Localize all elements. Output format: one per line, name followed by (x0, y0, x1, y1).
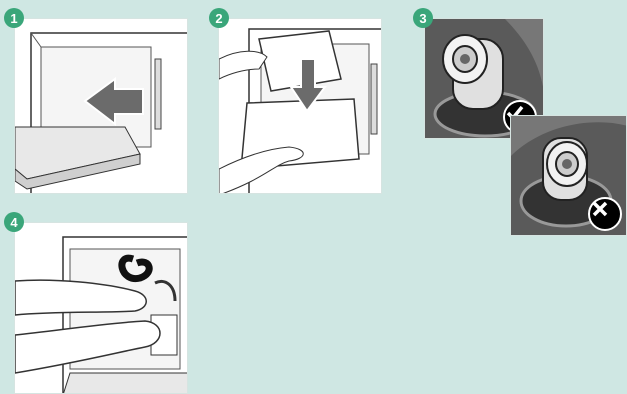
step-number-badge: 3 (413, 8, 433, 28)
down-arrow-icon (289, 58, 327, 113)
step-2-illustration (218, 18, 382, 194)
step-1-drawing (15, 32, 187, 193)
step-3-correct-photo (424, 18, 544, 139)
step-number-badge: 1 (4, 8, 24, 28)
step-3-incorrect-photo (510, 115, 627, 236)
step-number-badge: 2 (209, 8, 229, 28)
step-2-drawing (219, 28, 381, 193)
step-number-badge: 4 (4, 212, 24, 232)
cross-icon (588, 197, 622, 231)
push-arrow-icon (83, 77, 144, 127)
step-4-drawing (15, 236, 187, 393)
step-1-illustration (14, 18, 188, 194)
step-4-illustration (14, 222, 188, 394)
